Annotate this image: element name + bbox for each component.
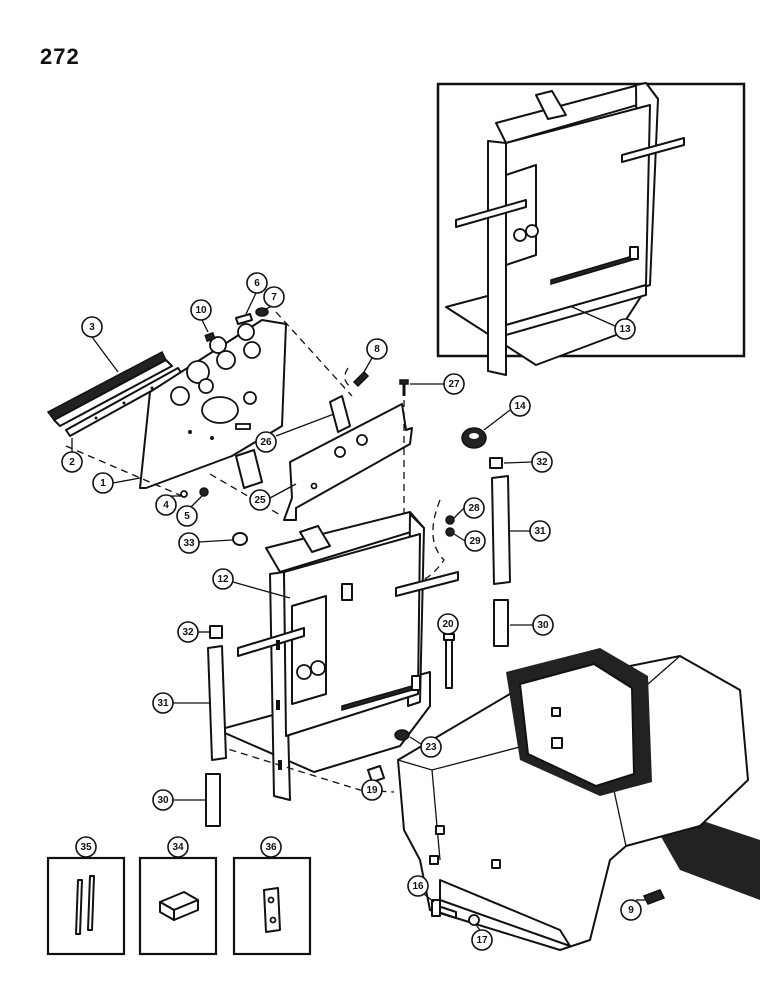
part-20-bolt (443, 633, 455, 689)
callout-9: 9 (620, 899, 642, 921)
svg-text:7: 7 (271, 292, 277, 303)
page-number: 272 (40, 44, 80, 69)
part-12-main-frame (217, 511, 459, 881)
svg-text:20: 20 (442, 619, 454, 630)
callout-12: 12 (212, 568, 234, 590)
callout-30: 30 (152, 789, 174, 811)
svg-text:25: 25 (254, 495, 266, 506)
callout-31: 31 (529, 520, 551, 542)
part-26-pads (235, 395, 351, 489)
callout-13: 13 (614, 318, 636, 340)
callout-6: 6 (246, 272, 268, 294)
callout-2: 2 (61, 451, 83, 473)
svg-text:31: 31 (534, 526, 546, 537)
svg-text:27: 27 (448, 379, 460, 390)
svg-text:31: 31 (157, 698, 169, 709)
hood-cowl (397, 648, 760, 951)
parts-30-31-32-right (489, 457, 533, 647)
svg-text:19: 19 (366, 785, 378, 796)
callout-16: 16 (407, 875, 429, 897)
svg-text:13: 13 (619, 324, 631, 335)
callout-26: 26 (255, 431, 277, 453)
svg-text:1: 1 (100, 478, 106, 489)
callout-28: 28 (463, 497, 485, 519)
callout-17: 17 (471, 929, 493, 951)
part-3-strip (46, 336, 173, 427)
box-36 (232, 856, 312, 956)
callout-5: 5 (176, 505, 198, 527)
svg-text:29: 29 (469, 536, 481, 547)
callout-3: 3 (81, 316, 103, 338)
part-14-grommet (461, 409, 511, 449)
svg-text:4: 4 (163, 500, 169, 511)
callout-20: 20 (437, 613, 459, 635)
callout-14: 14 (509, 395, 531, 417)
callout-23: 23 (420, 736, 442, 758)
parts-28-29-washers (415, 499, 466, 583)
callout-labels: 1234567891012131416171920232526272829303… (61, 272, 642, 951)
svg-text:12: 12 (217, 574, 229, 585)
parts-16-17-bolt-washer (423, 893, 481, 931)
callout-32: 32 (177, 621, 199, 643)
svg-text:16: 16 (412, 881, 424, 892)
callout-34: 34 (167, 836, 189, 858)
callout-4: 4 (155, 494, 177, 516)
svg-text:28: 28 (468, 503, 480, 514)
svg-text:10: 10 (195, 305, 207, 316)
svg-text:30: 30 (157, 795, 169, 806)
part-33-plug (198, 532, 248, 546)
callout-36: 36 (260, 836, 282, 858)
callout-32: 32 (531, 451, 553, 473)
callout-7: 7 (263, 286, 285, 308)
callout-29: 29 (464, 530, 486, 552)
callout-1: 1 (92, 472, 114, 494)
box-35 (46, 856, 126, 956)
part-8-clip (344, 357, 373, 389)
callout-8: 8 (366, 338, 388, 360)
callout-31: 31 (152, 692, 174, 714)
svg-text:33: 33 (183, 538, 195, 549)
callout-19: 19 (361, 779, 383, 801)
svg-text:17: 17 (476, 935, 488, 946)
callout-33: 33 (178, 532, 200, 554)
inset-assembly-view (436, 82, 746, 376)
svg-text:14: 14 (514, 401, 526, 412)
callout-27: 27 (443, 373, 465, 395)
svg-text:6: 6 (254, 278, 260, 289)
svg-text:9: 9 (628, 905, 634, 916)
svg-text:30: 30 (537, 620, 549, 631)
hardware-screws (168, 292, 273, 509)
svg-text:35: 35 (80, 842, 92, 853)
callout-10: 10 (190, 299, 212, 321)
parts-30-31-32-left (173, 625, 227, 827)
svg-text:32: 32 (182, 627, 194, 638)
callout-30: 30 (532, 614, 554, 636)
box-34 (138, 856, 218, 956)
svg-text:26: 26 (260, 437, 272, 448)
svg-text:5: 5 (184, 511, 190, 522)
svg-text:36: 36 (265, 842, 277, 853)
parts-19-23-nuts (367, 729, 422, 783)
svg-text:2: 2 (69, 457, 75, 468)
svg-text:23: 23 (425, 742, 437, 753)
svg-text:32: 32 (536, 457, 548, 468)
callout-35: 35 (75, 836, 97, 858)
svg-text:3: 3 (89, 322, 95, 333)
svg-text:34: 34 (172, 842, 184, 853)
part-27-bolt (399, 379, 444, 530)
svg-text:8: 8 (374, 344, 380, 355)
callout-25: 25 (249, 489, 271, 511)
